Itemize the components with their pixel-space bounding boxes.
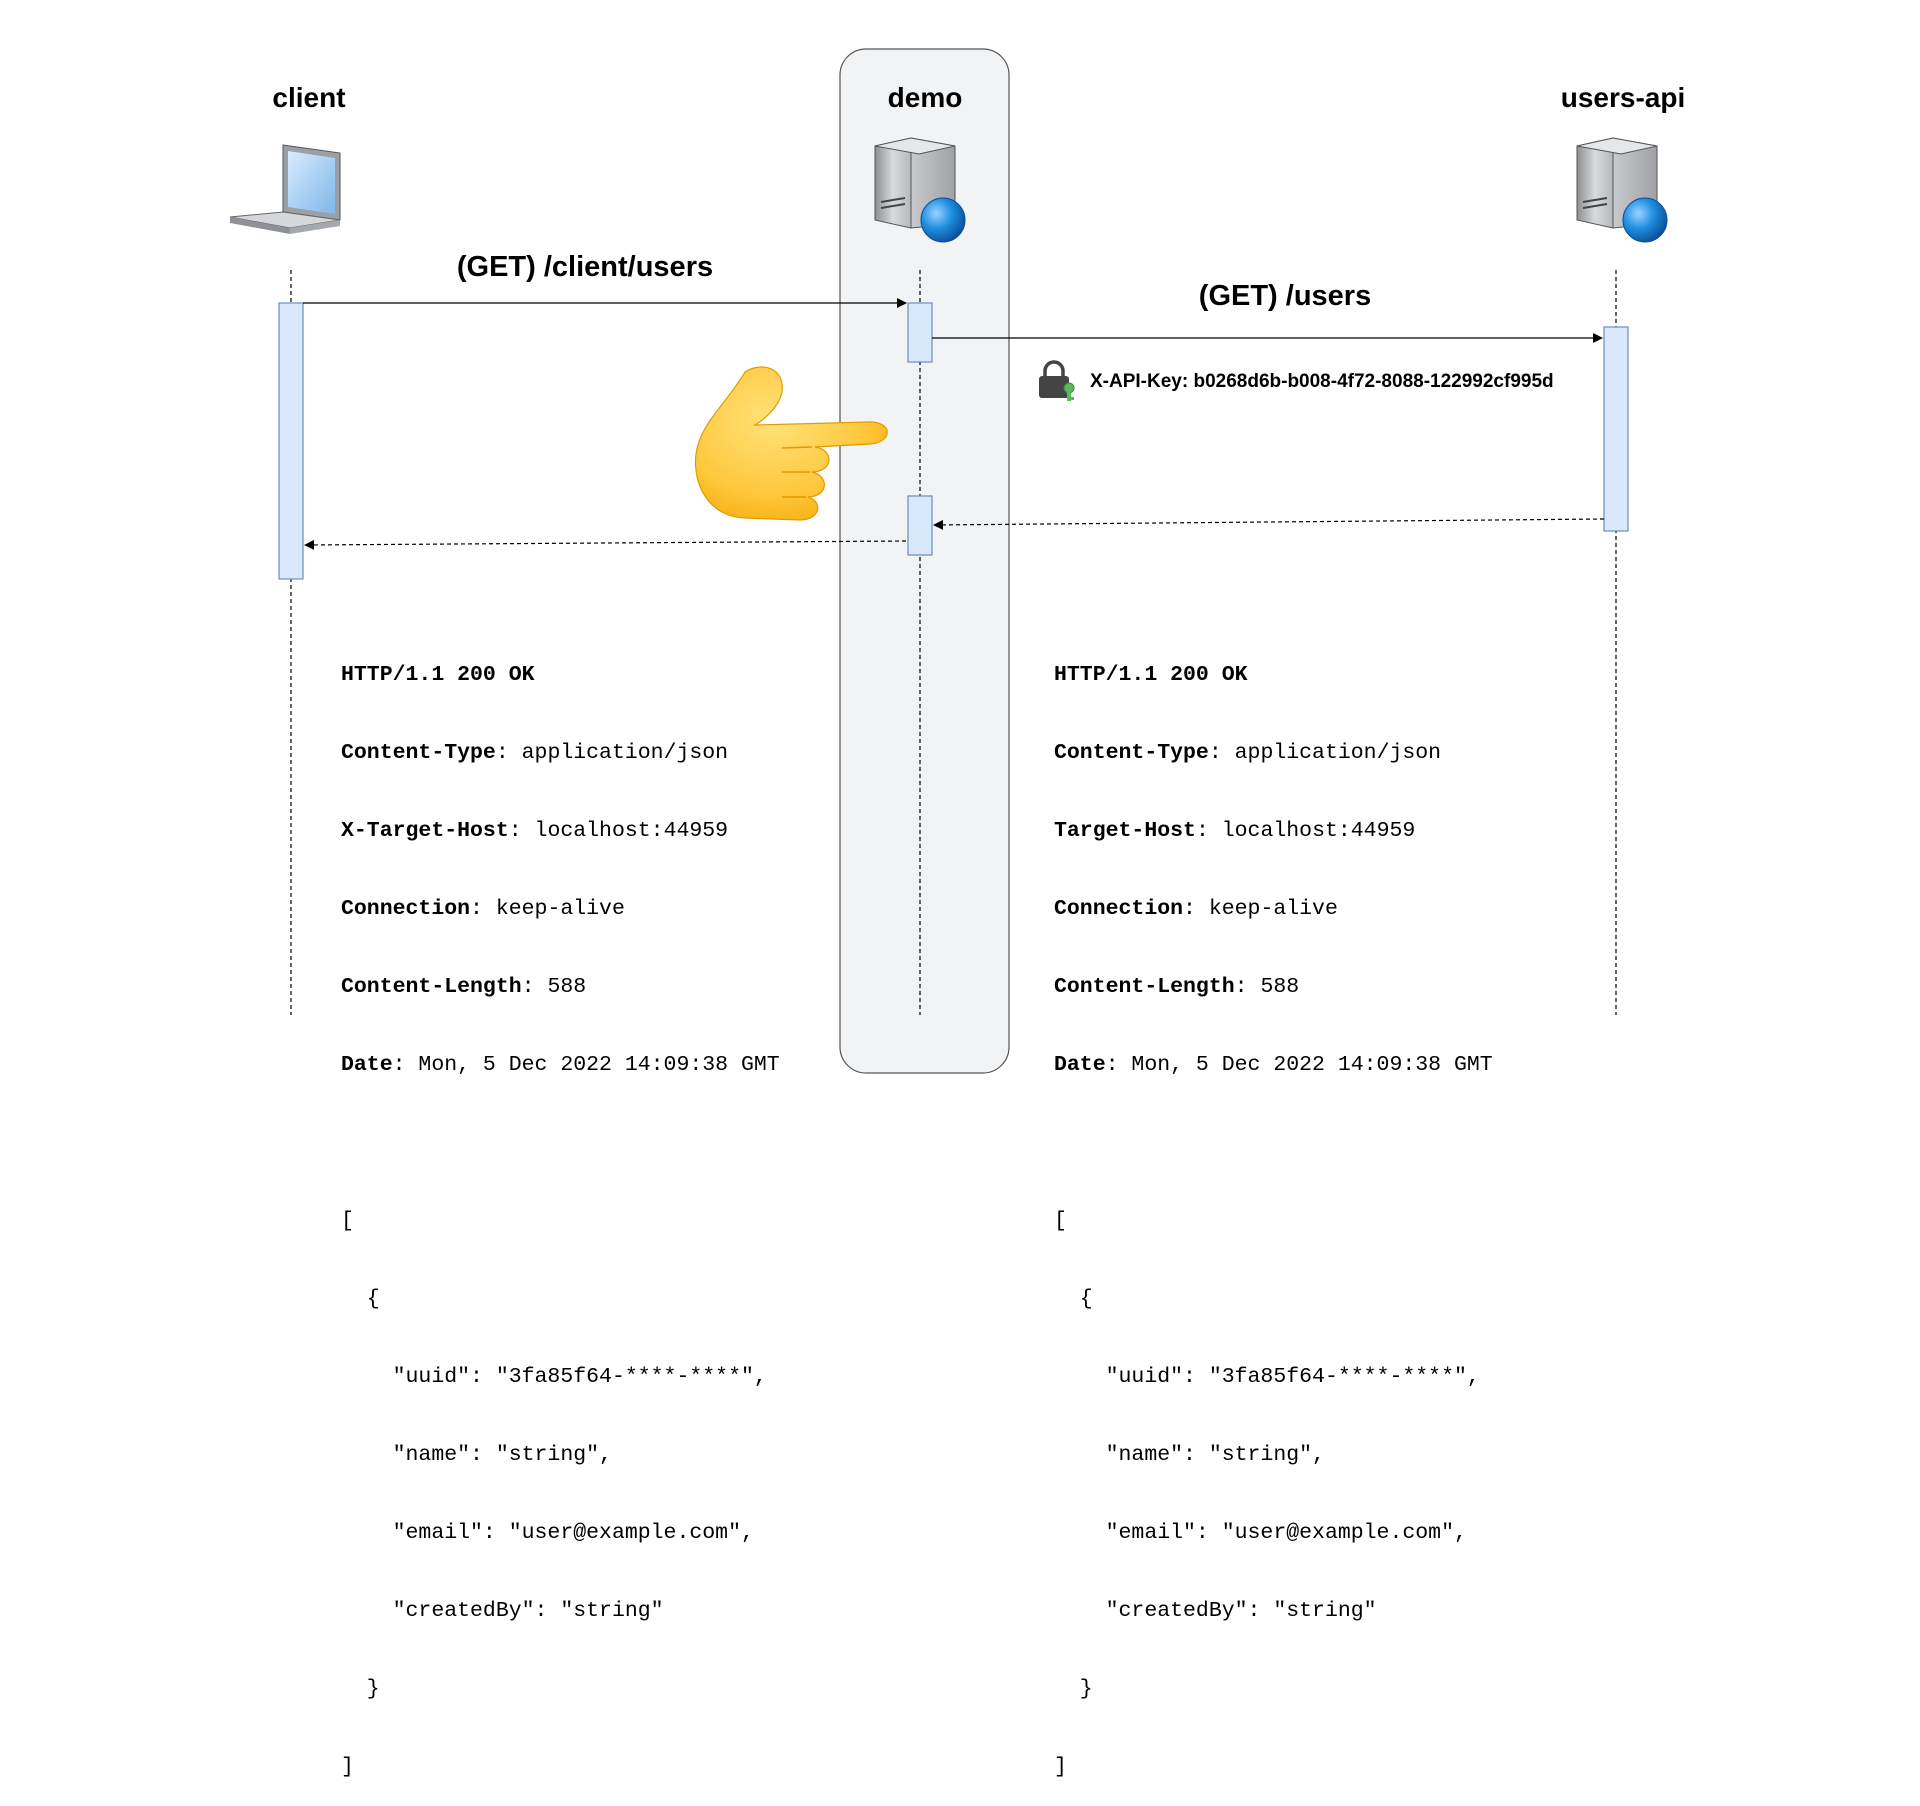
response-body-line: [ — [1054, 1209, 1067, 1233]
response-body-line: } — [341, 1677, 380, 1701]
activation-bar-users-api — [1603, 326, 1629, 532]
response-header: X-Target-Host: localhost:44959 — [341, 819, 729, 843]
response-header: Content-Length: 588 — [341, 975, 587, 999]
participant-label-users-api: users-api — [1561, 82, 1686, 113]
response-arrow-demo-to-client — [304, 539, 907, 550]
response-body-line: "uuid": "3fa85f64-****-****", — [341, 1365, 767, 1389]
response-status: HTTP/1.1 200 OK — [1054, 663, 1248, 687]
padlock-key-icon — [1039, 360, 1075, 401]
response-body-line: "name": "string", — [1054, 1443, 1325, 1467]
response-body-line: [ — [341, 1209, 354, 1233]
response-status: HTTP/1.1 200 OK — [341, 663, 535, 687]
response-body-line: { — [1054, 1287, 1093, 1311]
response-header: Content-Type: application/json — [341, 741, 729, 765]
response-body-line: "createdBy": "string" — [1054, 1599, 1377, 1623]
response-header: Date: Mon, 5 Dec 2022 14:09:38 GMT — [341, 1053, 780, 1077]
response-body-line: ] — [341, 1755, 354, 1779]
response-body-line: ] — [1054, 1755, 1067, 1779]
response-body-line: "uuid": "3fa85f64-****-****", — [1054, 1365, 1480, 1389]
participant-label-client: client — [272, 82, 345, 113]
response-body-line: "email": "user@example.com", — [341, 1521, 754, 1545]
response-header: Connection: keep-alive — [1054, 897, 1338, 921]
response-body-line: { — [341, 1287, 380, 1311]
api-key-label: X-API-Key: b0268d6b-b008-4f72-8088-12299… — [1090, 371, 1554, 392]
response-body-line: "createdBy": "string" — [341, 1599, 664, 1623]
response-header: Content-Length: 588 — [1054, 975, 1300, 999]
activation-bar-client — [278, 302, 304, 580]
users-api-response-block: HTTP/1.1 200 OK Content-Type: applicatio… — [1054, 610, 1493, 1806]
client-response-block: HTTP/1.1 200 OK Content-Type: applicatio… — [341, 610, 780, 1806]
response-header: Connection: keep-alive — [341, 897, 625, 921]
demo-highlight-box — [839, 48, 1010, 1074]
message-label-api-request: (GET) /users — [1199, 280, 1371, 312]
sequence-diagram: client demo users-api (GET) /client/user… — [229, 48, 1686, 1074]
response-header: Date: Mon, 5 Dec 2022 14:09:38 GMT — [1054, 1053, 1493, 1077]
activation-bar-demo-request — [907, 302, 933, 363]
response-body-line: "email": "user@example.com", — [1054, 1521, 1467, 1545]
web-server-icon — [874, 137, 966, 243]
pointing-hand-icon — [694, 366, 888, 521]
response-header: Target-Host: localhost:44959 — [1054, 819, 1416, 843]
activation-bar-demo-response — [907, 495, 933, 556]
web-server-icon — [1576, 137, 1668, 243]
message-label-client-request: (GET) /client/users — [457, 251, 713, 283]
response-body-line: "name": "string", — [341, 1443, 612, 1467]
response-header: Content-Type: application/json — [1054, 741, 1442, 765]
participant-label-demo: demo — [888, 82, 963, 113]
response-body-line: } — [1054, 1677, 1093, 1701]
laptop-icon — [229, 144, 341, 234]
response-arrow-users-api-to-demo — [933, 518, 1605, 530]
